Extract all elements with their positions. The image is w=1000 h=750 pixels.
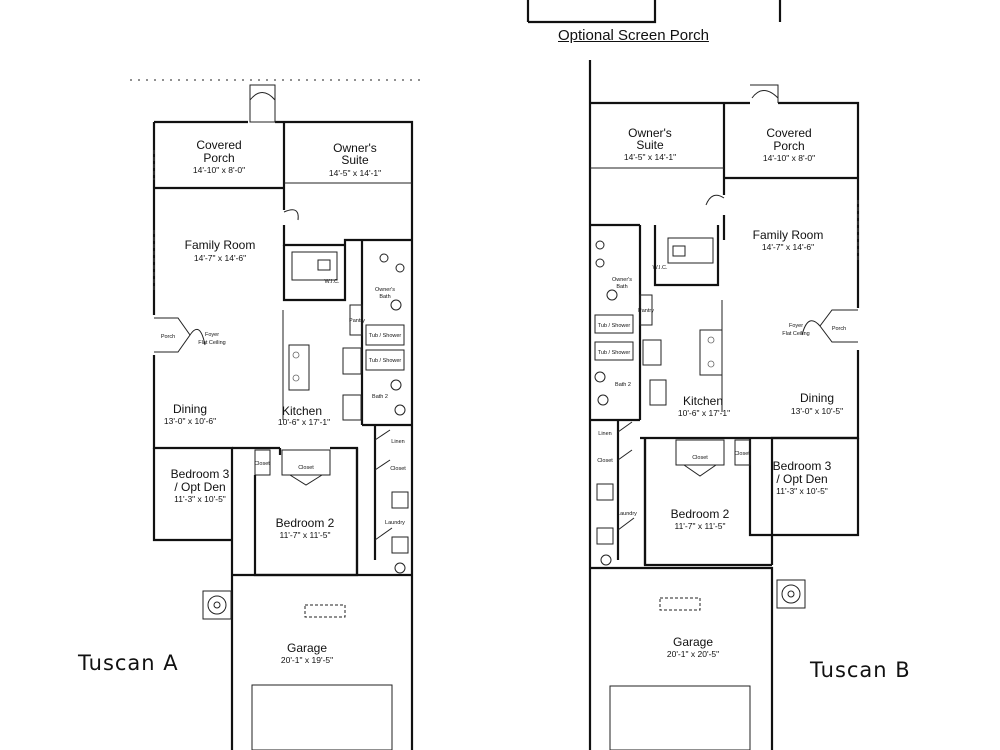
a-family-room-label: Family Room — [185, 238, 256, 252]
a-garage-label: Garage — [287, 641, 327, 655]
b-garage-label: Garage — [673, 635, 713, 649]
plan-label-tuscan-b: Tuscan B — [810, 658, 911, 682]
b-owners-suite-label-2: Suite — [636, 138, 664, 152]
a-garage-dim: 20'-1" x 19'-5" — [281, 655, 333, 665]
b-owners-suite-label: Owner's — [628, 126, 672, 140]
b-kitchen-dim: 10'-6" x 17'-1" — [678, 408, 730, 418]
b-dining-dim: 13'-0" x 10'-5" — [791, 406, 843, 416]
a-dining-label: Dining — [173, 402, 207, 416]
b-tub-label-1: Tub / Shower — [598, 323, 631, 329]
a-bedroom3-label: Bedroom 3 — [171, 467, 230, 481]
b-pantry-label: Pantry — [638, 308, 654, 314]
b-owners-suite-dim: 14'-5" x 14'-1" — [624, 152, 676, 162]
a-closet-label-3: Closet — [390, 466, 406, 472]
a-family-room-dim: 14'-7" x 14'-6" — [194, 253, 246, 263]
a-pantry-label: Pantry — [349, 318, 365, 324]
a-kitchen-label: Kitchen — [282, 404, 322, 418]
b-laundry-label: Laundry — [617, 511, 637, 517]
b-bedroom3-label-2: / Opt Den — [776, 472, 827, 486]
optional-screen-porch-title: Optional Screen Porch — [558, 27, 709, 44]
b-wic-label: W.I.C. — [653, 265, 668, 271]
a-tub-label-1: Tub / Shower — [369, 333, 402, 339]
b-closet-label-2: Closet — [692, 455, 708, 461]
a-kitchen-dim: 10'-6" x 17'-1" — [278, 417, 330, 427]
a-foyer-label: Foyer — [205, 332, 219, 338]
b-garage-dim: 20'-1" x 20'-5" — [667, 649, 719, 659]
b-covered-porch-label-2: Porch — [773, 139, 804, 153]
b-kitchen-label: Kitchen — [683, 394, 723, 408]
plan-label-tuscan-a: Tuscan A — [78, 651, 179, 675]
b-closet-label-1: Closet — [597, 458, 613, 464]
a-bedroom3-label-2: / Opt Den — [174, 480, 225, 494]
b-linen-label: Linen — [598, 431, 611, 437]
a-tub-label-2: Tub / Shower — [369, 358, 402, 364]
a-covered-porch-label-2: Porch — [203, 151, 234, 165]
a-bedroom2-label: Bedroom 2 — [276, 516, 335, 530]
b-owners-bath-label: Owner's — [612, 277, 632, 283]
b-bath2-label: Bath 2 — [615, 382, 631, 388]
a-dining-dim: 13'-0" x 10'-6" — [164, 416, 216, 426]
b-porch-label: Porch — [832, 326, 846, 332]
a-wic-label: W.I.C. — [325, 279, 340, 285]
b-family-room-dim: 14'-7" x 14'-6" — [762, 242, 814, 252]
a-laundry-label: Laundry — [385, 520, 405, 526]
a-linen-label: Linen — [391, 439, 404, 445]
a-closet-label-2: Closet — [298, 465, 314, 471]
b-covered-porch-dim: 14'-10" x 8'-0" — [763, 153, 815, 163]
b-bedroom3-dim: 11'-3" x 10'-5" — [776, 486, 828, 496]
a-owners-bath-label-2: Bath — [379, 294, 390, 300]
a-foyer-note: Flat Ceiling — [198, 340, 226, 346]
a-owners-suite-label: Owner's — [333, 141, 377, 155]
b-family-room-label: Family Room — [753, 228, 824, 242]
a-porch-label: Porch — [161, 334, 175, 340]
a-owners-suite-label-2: Suite — [341, 153, 369, 167]
b-foyer-label: Foyer — [789, 323, 803, 329]
b-tub-label-2: Tub / Shower — [598, 350, 631, 356]
b-bedroom3-label: Bedroom 3 — [773, 459, 832, 473]
b-owners-bath-label-2: Bath — [616, 284, 627, 290]
a-owners-bath-label: Owner's — [375, 287, 395, 293]
a-bedroom3-dim: 11'-3" x 10'-5" — [174, 494, 226, 504]
b-bedroom2-dim: 11'-7" x 11'-5" — [674, 521, 725, 531]
optional-screen-porch-outline — [526, 0, 782, 24]
b-covered-porch-label: Covered — [766, 126, 811, 140]
a-owners-suite-dim: 14'-5" x 14'-1" — [329, 168, 381, 178]
a-covered-porch-label: Covered — [196, 138, 241, 152]
b-bedroom2-label: Bedroom 2 — [671, 507, 730, 521]
b-dining-label: Dining — [800, 391, 834, 405]
a-bedroom2-dim: 11'-7" x 11'-5" — [279, 530, 330, 540]
a-closet-label-1: Closet — [254, 461, 270, 467]
plan-tuscan-b: Owner's Suite 14'-5" x 14'-1" Covered Po… — [588, 60, 860, 750]
b-closet-label-3: Closet — [734, 451, 750, 457]
a-covered-porch-dim: 14'-10" x 8'-0" — [193, 165, 245, 175]
a-bath2-label: Bath 2 — [372, 394, 388, 400]
b-foyer-note: Flat Ceiling — [782, 331, 810, 337]
plan-tuscan-a: Covered Porch 14'-10" x 8'-0" Owner's Su… — [130, 79, 420, 750]
